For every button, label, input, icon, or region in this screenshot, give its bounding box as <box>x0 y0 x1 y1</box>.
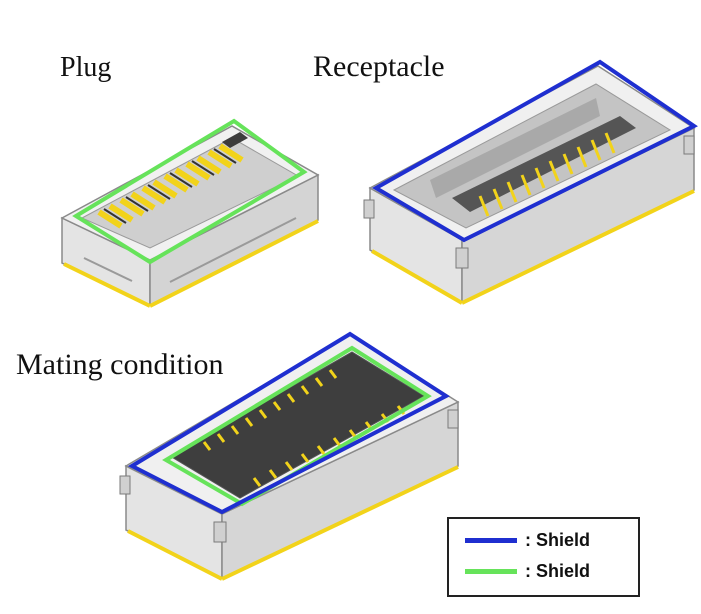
receptacle-center-post <box>452 116 636 212</box>
plug-insulator <box>222 132 248 148</box>
receptacle-blue-shield <box>371 59 698 243</box>
plug-connector <box>60 118 320 308</box>
mated-green-shield <box>162 345 432 507</box>
mated-blue-shield <box>127 331 450 515</box>
legend-item-green: : Shield <box>465 561 590 582</box>
legend-swatch-blue <box>465 538 517 543</box>
mated-connector <box>119 331 460 581</box>
plug-label: Plug <box>60 52 112 83</box>
receptacle-inner-wall <box>430 98 600 198</box>
receptacle-contacts <box>478 132 616 217</box>
receptacle-label: Receptacle <box>313 50 445 83</box>
plug-contacts <box>97 143 244 229</box>
legend-label: : Shield <box>525 561 591 581</box>
mating-condition-label: Mating condition <box>16 348 224 381</box>
legend-item-blue: : Shield <box>465 530 590 551</box>
receptacle-cavity <box>392 83 672 229</box>
legend-label: : Shield <box>525 530 591 550</box>
legend-box: : Shield : Shield <box>447 517 640 597</box>
receptacle-connector <box>363 59 698 305</box>
legend-swatch-green <box>465 569 517 574</box>
plug-green-shield <box>72 118 308 265</box>
